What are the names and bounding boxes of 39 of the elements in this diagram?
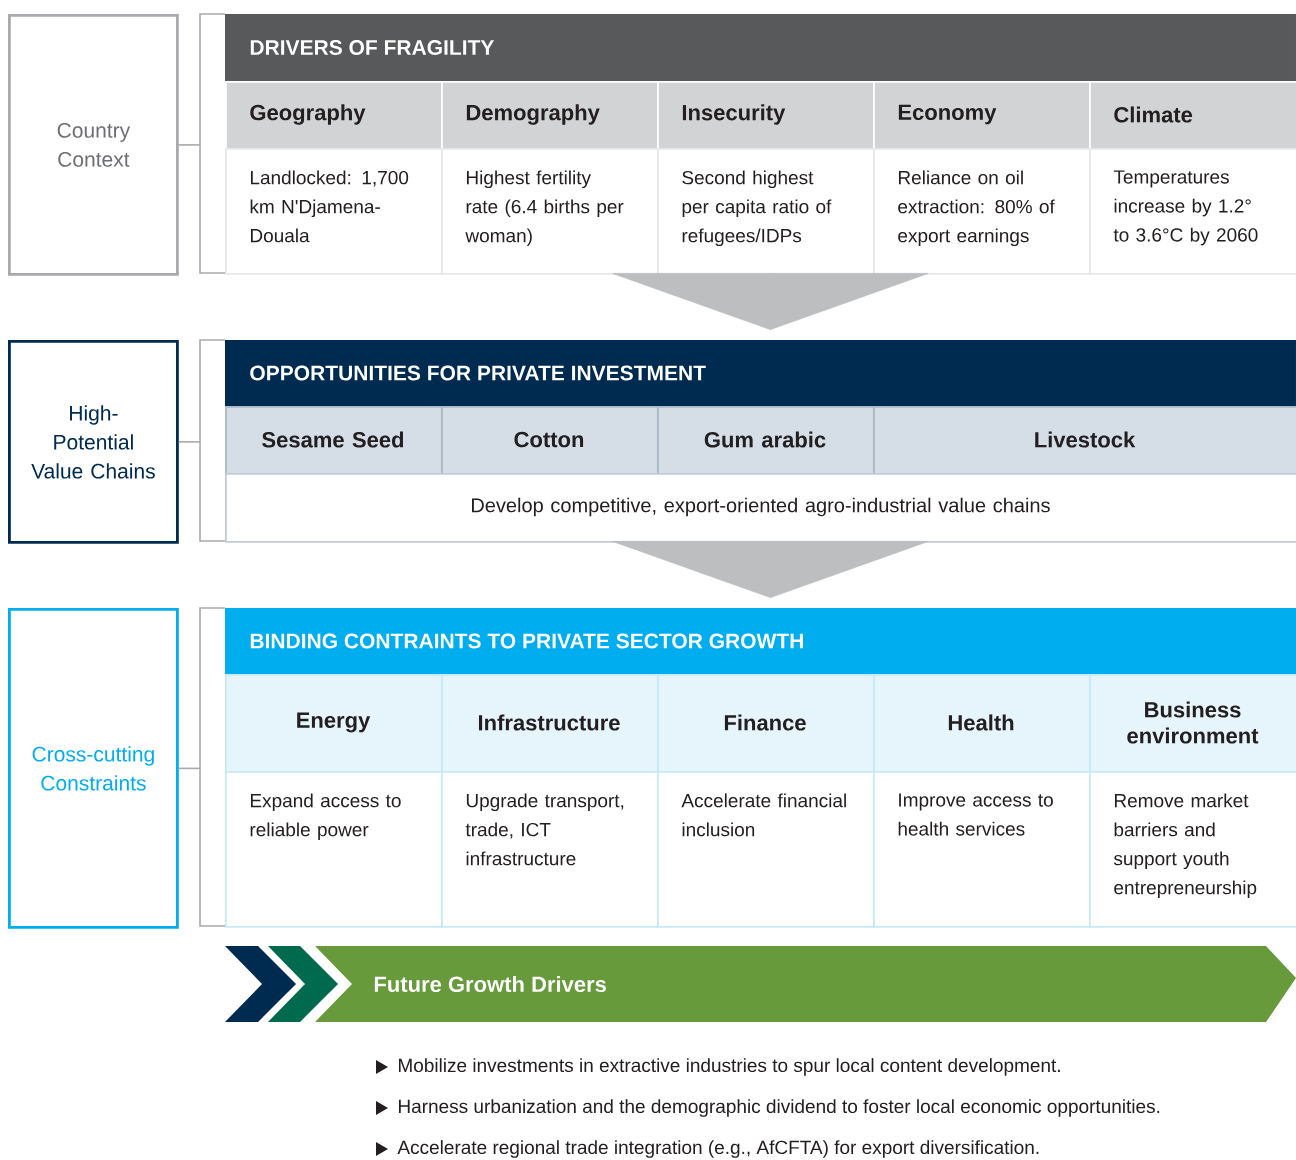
bullet-item: Harness urbanization and the demographic dividend to foster local economic opportunities. xyxy=(376,1099,1160,1117)
table-cell: Upgrade transport, trade, ICT infrastructure xyxy=(441,771,659,928)
table-cell: Highest fertility rate (6.4 births per woman) xyxy=(441,148,659,275)
column-header-cell: Finance xyxy=(657,674,875,773)
growth-banner: Future Growth Drivers xyxy=(225,946,1296,1022)
table-cell: Develop competitive, export-oriented agro-industrial value chains xyxy=(225,473,1296,543)
bullet-item: Accelerate regional trade integration (e.g., AfCFTA) for export diversification. xyxy=(376,1140,1039,1158)
side-label-box: Country Context xyxy=(8,14,179,276)
connector-line xyxy=(178,441,201,443)
column-header-cell: Livestock xyxy=(873,406,1296,475)
column-header-cell: Health xyxy=(873,674,1091,773)
column-header-cell: Gum arabic xyxy=(657,406,875,475)
node-label: Livestock xyxy=(1035,431,1136,448)
side-label-box: High-Potential Value Chains xyxy=(8,340,179,544)
table-cell: Remove market barriers and support youth entrepreneurship xyxy=(1089,771,1296,928)
column-header-cell: Cotton xyxy=(441,406,659,475)
side-label-box: Cross-cutting Constraints xyxy=(8,608,179,929)
node-label: Business environment xyxy=(1127,701,1259,744)
table-cell: Landlocked: 1,700 km N'Djamena-Douala xyxy=(225,148,443,275)
table-cell: Accelerate financial inclusion xyxy=(657,771,875,928)
connector-line xyxy=(178,767,201,770)
column-header-cell: Economy xyxy=(873,81,1091,150)
column-header-cell: Infrastructure xyxy=(441,674,659,773)
table-cell: Expand access to reliable power xyxy=(225,771,443,928)
chevron-arrow xyxy=(612,272,929,330)
column-header-cell: Demography xyxy=(441,81,659,150)
connector-line xyxy=(178,144,201,146)
column-header-cell: Sesame Seed xyxy=(225,406,443,475)
table-cell: Reliance on oil extraction: 80% of export earnings xyxy=(873,148,1091,275)
column-header-cell: Energy xyxy=(225,674,443,773)
column-header-cell: Insecurity xyxy=(657,81,875,150)
column-header-cell: Climate xyxy=(1089,81,1296,150)
column-header-cell: Business environment xyxy=(1089,674,1296,773)
table-cell: Improve access to health services xyxy=(873,771,1091,928)
chevron-arrow xyxy=(612,540,929,598)
bullet-item: Mobilize investments in extractive industries to spur local content development. xyxy=(376,1058,1060,1076)
table-cell: Temperatures increase by 1.2° to 3.6°C by 2060 xyxy=(1089,148,1296,275)
table-cell: Second highest per capita ratio of refugees/IDPs xyxy=(657,148,875,275)
column-header-cell: Geography xyxy=(225,81,443,150)
